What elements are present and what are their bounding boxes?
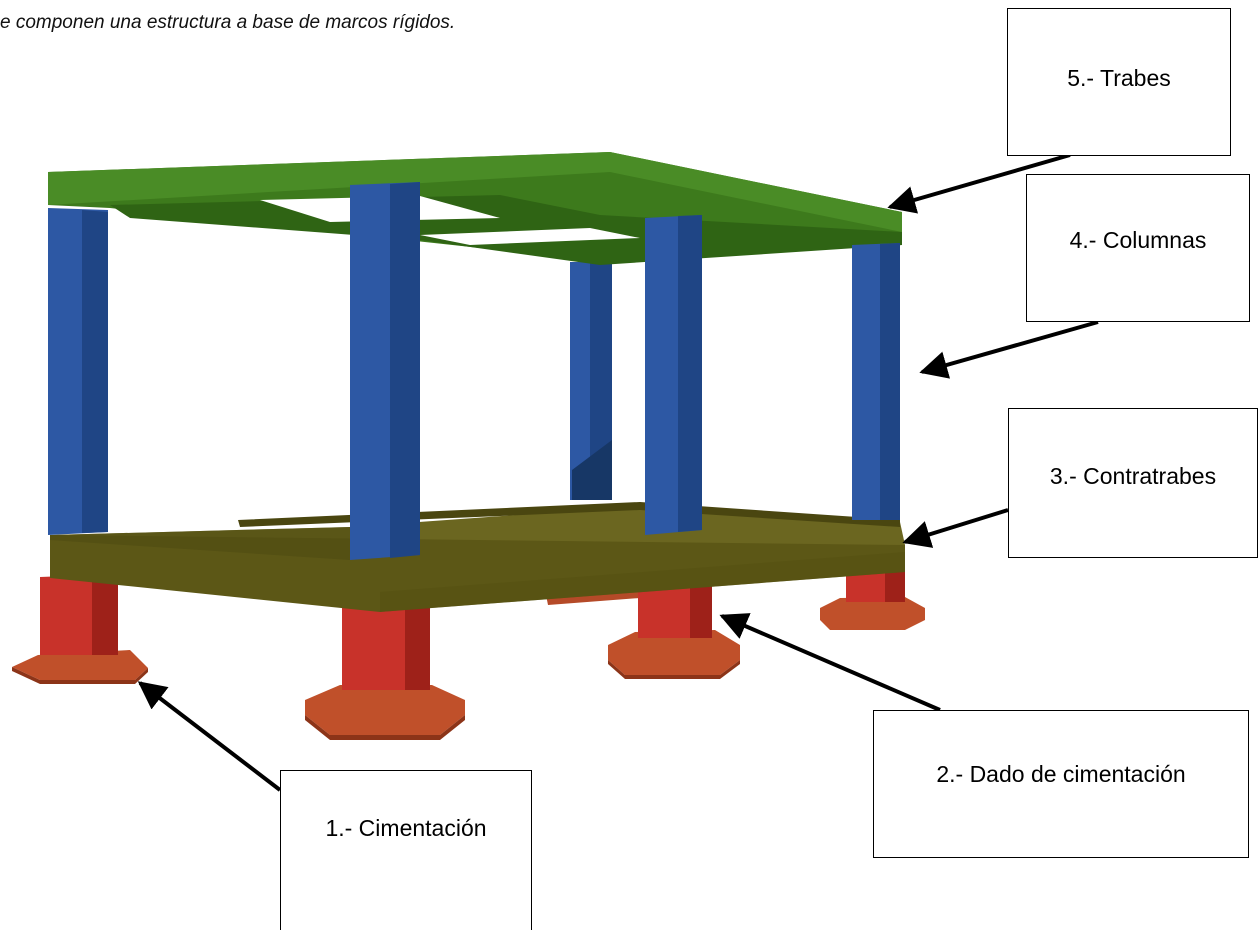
arrow-contratrabes xyxy=(902,508,1009,548)
column-back-far-right xyxy=(852,243,900,520)
label-dado: 2.- Dado de cimentación xyxy=(936,761,1186,787)
label-box-columnas: 4.- Columnas xyxy=(1026,174,1250,322)
footing-front-center xyxy=(305,685,465,740)
dado-front-left xyxy=(40,574,118,655)
column-front-center xyxy=(350,182,420,560)
caption-text: e componen una estructura a base de marc… xyxy=(0,12,456,33)
label-box-cimentacion: 1.- Cimentación xyxy=(280,770,532,930)
label-box-contratrabes: 3.- Contratrabes xyxy=(1008,408,1258,558)
label-box-trabes: 5.- Trabes xyxy=(1007,8,1231,156)
column-front-left xyxy=(48,208,108,535)
arrow-cimentacion xyxy=(137,681,282,792)
column-front-right xyxy=(645,215,702,535)
trabes-frame xyxy=(48,152,902,265)
footing-front-left xyxy=(12,650,148,684)
column-back-right xyxy=(570,262,612,500)
footing-front-right xyxy=(608,630,740,679)
label-box-dado: 2.- Dado de cimentación xyxy=(873,710,1249,858)
footing-back-right xyxy=(820,597,925,630)
label-contratrabes: 3.- Contratrabes xyxy=(1049,463,1217,489)
label-trabes: 5.- Trabes xyxy=(1067,65,1171,91)
contratrabes-frame xyxy=(50,502,905,612)
label-columnas: 4.- Columnas xyxy=(1069,227,1207,253)
arrow-dado xyxy=(719,613,941,712)
arrow-columnas xyxy=(919,320,1099,379)
dado-front-center xyxy=(342,605,430,690)
label-cimentacion: 1.- Cimentación xyxy=(325,815,487,841)
arrow-trabes xyxy=(887,153,1071,214)
